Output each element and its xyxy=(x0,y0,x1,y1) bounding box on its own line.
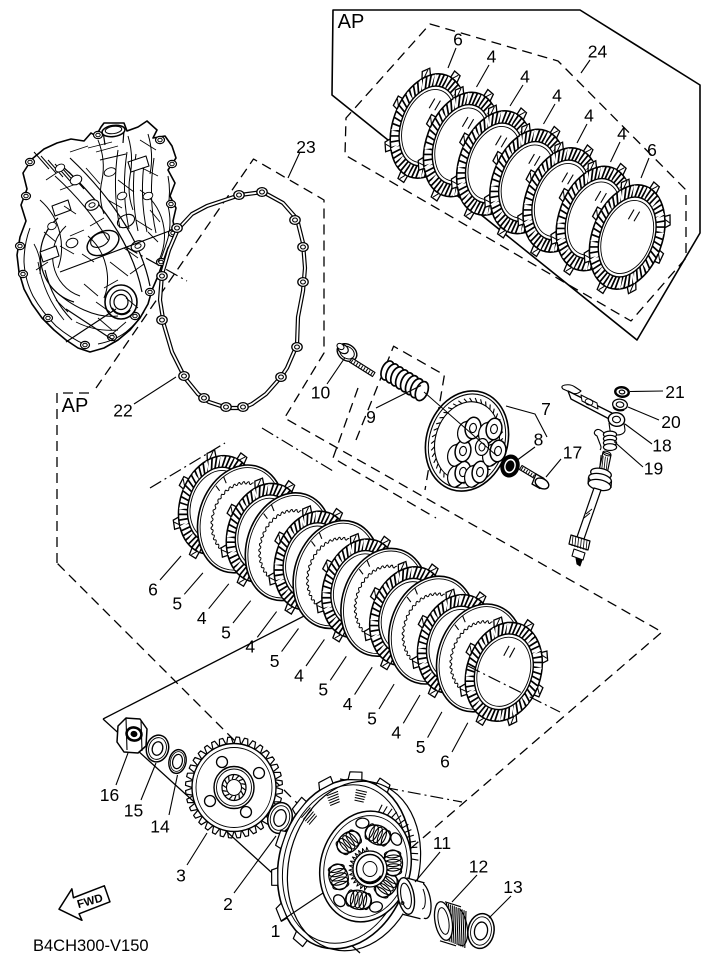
svg-text:7: 7 xyxy=(541,399,551,419)
svg-text:24: 24 xyxy=(588,41,608,61)
svg-text:17: 17 xyxy=(563,442,582,462)
svg-text:5: 5 xyxy=(367,708,377,728)
svg-text:4: 4 xyxy=(197,608,207,628)
svg-text:4: 4 xyxy=(245,637,255,657)
svg-text:AP: AP xyxy=(338,11,365,33)
svg-text:3: 3 xyxy=(176,865,186,885)
svg-text:15: 15 xyxy=(124,800,143,820)
svg-text:5: 5 xyxy=(221,622,231,642)
svg-text:22: 22 xyxy=(113,400,132,420)
svg-text:4: 4 xyxy=(294,665,304,685)
svg-text:19: 19 xyxy=(644,458,663,478)
svg-text:12: 12 xyxy=(469,856,488,876)
svg-text:4: 4 xyxy=(552,85,562,105)
svg-text:6: 6 xyxy=(647,140,657,160)
svg-text:9: 9 xyxy=(366,407,376,427)
svg-text:5: 5 xyxy=(318,680,328,700)
svg-text:21: 21 xyxy=(665,382,684,402)
svg-text:23: 23 xyxy=(296,137,315,157)
svg-text:18: 18 xyxy=(652,435,671,455)
svg-text:8: 8 xyxy=(534,429,544,449)
svg-text:6: 6 xyxy=(440,751,450,771)
svg-text:13: 13 xyxy=(503,877,522,897)
svg-text:5: 5 xyxy=(172,594,182,614)
svg-text:5: 5 xyxy=(270,651,280,671)
svg-text:20: 20 xyxy=(661,412,681,432)
svg-text:4: 4 xyxy=(584,105,594,125)
svg-text:10: 10 xyxy=(311,382,331,402)
svg-text:1: 1 xyxy=(271,921,281,941)
svg-text:11: 11 xyxy=(433,833,451,853)
svg-text:4: 4 xyxy=(617,123,627,143)
svg-text:4: 4 xyxy=(343,694,353,714)
svg-text:2: 2 xyxy=(223,894,233,914)
svg-text:AP: AP xyxy=(62,395,89,417)
svg-text:4: 4 xyxy=(391,723,401,743)
svg-text:6: 6 xyxy=(148,579,158,599)
svg-text:6: 6 xyxy=(453,29,463,49)
svg-text:16: 16 xyxy=(100,785,119,805)
svg-text:4: 4 xyxy=(520,66,530,86)
svg-text:4: 4 xyxy=(487,46,497,66)
svg-text:14: 14 xyxy=(150,816,170,836)
svg-text:5: 5 xyxy=(416,737,426,757)
svg-text:B4CH300-V150: B4CH300-V150 xyxy=(33,937,149,955)
